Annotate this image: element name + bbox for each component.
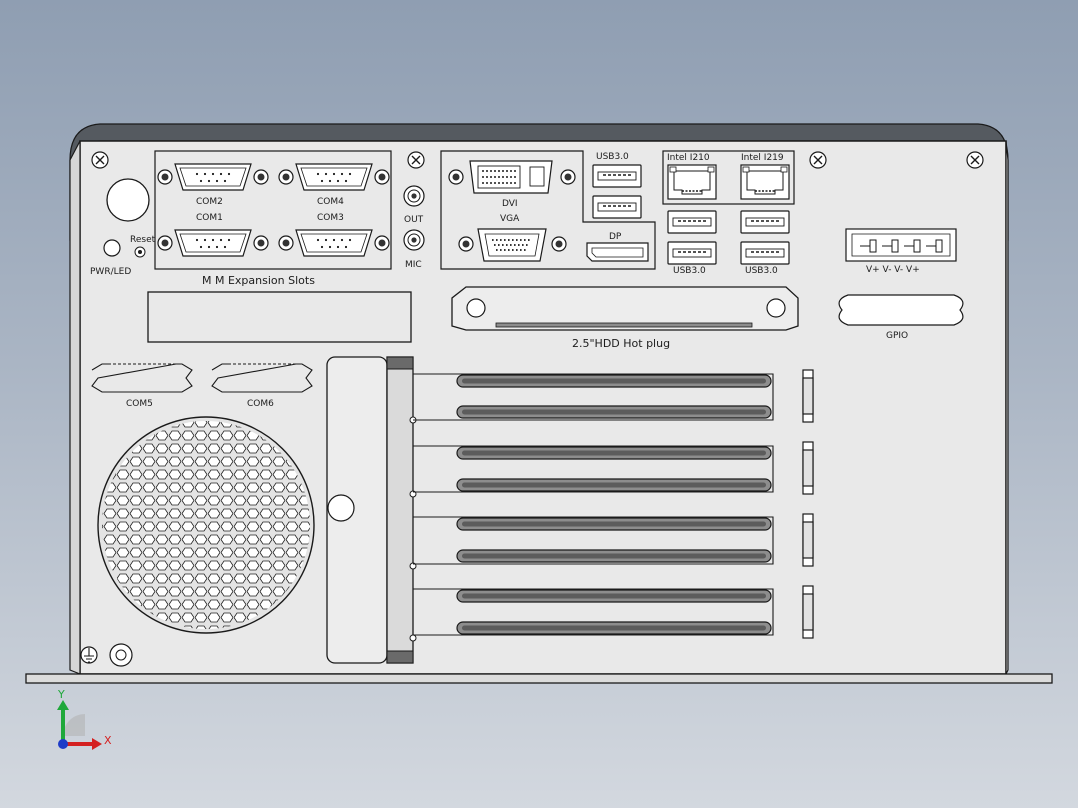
com-port-block [154, 150, 392, 270]
pcie-slot-group-2 [413, 445, 774, 493]
lan2-port[interactable] [740, 164, 790, 200]
axis-x-label: X [104, 734, 112, 747]
coordinate-triad [57, 700, 102, 750]
hdd-label: 2.5"HDD Hot plug [572, 337, 670, 350]
screw-top-right [966, 151, 984, 169]
reset-label: Reset [130, 235, 156, 245]
com6-label: COM6 [247, 399, 274, 409]
pwr-led-label: PWR/LED [90, 267, 131, 277]
usb-right-label: USB3.0 [745, 266, 778, 276]
vga-port[interactable] [458, 228, 567, 262]
usb-top-label: USB3.0 [596, 152, 629, 162]
lan2-label: Intel I219 [741, 153, 784, 163]
com4-label: COM4 [317, 197, 344, 207]
audio-out-jack-ring [407, 189, 421, 203]
usb-port-left-1[interactable] [667, 210, 717, 234]
usb-port-top-2[interactable] [592, 195, 642, 219]
com1-label: COM1 [196, 213, 223, 223]
com2-label: COM2 [196, 197, 223, 207]
ground-screw [109, 643, 133, 667]
screw-top-mid-left [407, 151, 425, 169]
axis-y-label: Y [57, 688, 65, 701]
lan1-label: Intel I210 [667, 153, 710, 163]
chassis-side-right [1005, 140, 1009, 675]
com3-label: COM3 [317, 213, 344, 223]
video-port-block [440, 150, 656, 270]
pcie-bracket-bar-top [386, 356, 414, 370]
pcie-retention-tabs [802, 369, 814, 639]
chassis-side-left [69, 140, 81, 675]
usb-port-top-1[interactable] [592, 164, 642, 188]
dp-label: DP [609, 232, 622, 242]
expansion-slots-label: M M Expansion Slots [202, 274, 315, 287]
gpio-label: GPIO [886, 331, 908, 341]
pwr-led-indicator [103, 239, 121, 257]
mic-label: MIC [405, 260, 422, 270]
pcie-bracket-knob[interactable] [327, 494, 355, 522]
lan-port-block [662, 150, 795, 205]
power-terminal-label: V+ V- V- V+ [866, 265, 920, 275]
hdd-hot-plug-bay[interactable] [451, 286, 799, 331]
pcie-slot-group-3 [413, 516, 774, 565]
mic-jack-ring [407, 233, 421, 247]
reset-button-inner [138, 250, 142, 254]
displayport[interactable] [586, 242, 649, 262]
pcie-slot-group-4 [413, 588, 774, 636]
vga-label: VGA [500, 214, 520, 224]
mic-jack-hole [411, 237, 417, 243]
power-terminal-block[interactable] [845, 228, 957, 262]
audio-out-label: OUT [404, 215, 424, 225]
usb-port-right-2[interactable] [740, 241, 790, 265]
com5-label: COM5 [126, 399, 153, 409]
pcie-bracket-bar [386, 356, 414, 664]
screw-top-mid-right [809, 151, 827, 169]
fan-grille-holes [102, 421, 310, 629]
dvi-label: DVI [502, 199, 518, 209]
ground-symbol [80, 646, 98, 664]
audio-out-jack-hole [411, 193, 417, 199]
dvi-port[interactable] [448, 160, 576, 194]
pcie-slot-group-1 [413, 373, 774, 421]
expansion-slot-cover [147, 291, 412, 343]
usb-port-left-2[interactable] [667, 241, 717, 265]
usb-port-right-1[interactable] [740, 210, 790, 234]
power-button[interactable] [106, 178, 150, 222]
lan1-port[interactable] [667, 164, 717, 200]
usb-left-label: USB3.0 [673, 266, 706, 276]
gpio-port[interactable] [838, 294, 964, 326]
screw-top-left [91, 151, 109, 169]
mounting-base-plate [25, 673, 1053, 684]
pcie-bracket-bar-bottom [386, 650, 414, 664]
